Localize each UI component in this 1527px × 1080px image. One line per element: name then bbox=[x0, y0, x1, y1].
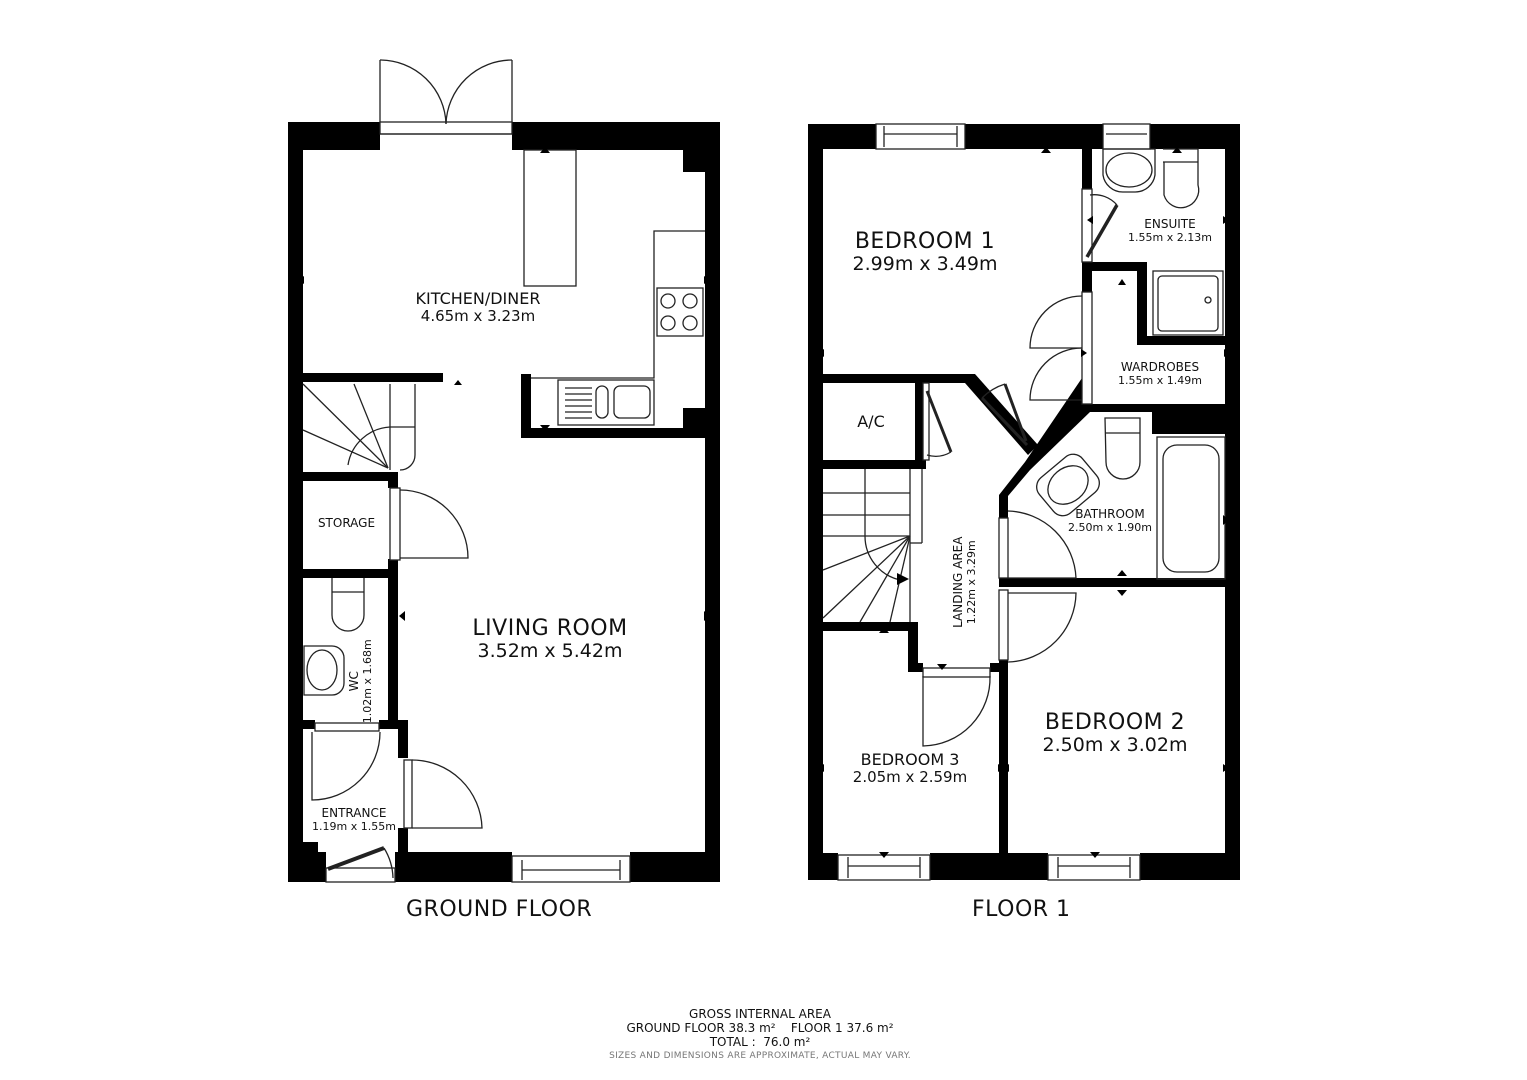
area-heading: GROSS INTERNAL AREA bbox=[689, 1007, 831, 1021]
room-bedroom-1: BEDROOM 1 2.99m x 3.49m bbox=[820, 229, 1030, 276]
ground-floor-fixtures bbox=[302, 59, 705, 883]
total-area: TOTAL : 76.0 m² bbox=[709, 1035, 811, 1049]
room-name: WC bbox=[346, 671, 361, 692]
room-dimensions: 2.50m x 3.02m bbox=[1042, 734, 1188, 757]
ground-floor-dimension-markers bbox=[298, 147, 710, 858]
room-storage: STORAGE bbox=[305, 516, 388, 531]
room-bedroom-3: BEDROOM 3 2.05m x 2.59m bbox=[830, 750, 990, 787]
room-dimensions: 1.55m x 2.13m bbox=[1128, 230, 1212, 244]
room-kitchen-diner: KITCHEN/DINER 4.65m x 3.23m bbox=[383, 289, 573, 326]
ground-floor-title: GROUND FLOOR bbox=[406, 897, 593, 922]
gross-internal-area: GROSS INTERNAL AREA GROUND FLOOR 38.3 m²… bbox=[560, 1007, 960, 1063]
room-dimensions: 2.50m x 1.90m bbox=[1068, 520, 1152, 534]
room-dimensions: 3.52m x 5.42m bbox=[477, 640, 623, 663]
disclaimer: SIZES AND DIMENSIONS ARE APPROXIMATE, AC… bbox=[609, 1051, 911, 1061]
room-name: BEDROOM 2 bbox=[1044, 710, 1186, 735]
room-dimensions: 4.65m x 3.23m bbox=[420, 307, 536, 326]
floor-1-dimension-markers bbox=[818, 147, 1230, 858]
room-dimensions: 1.19m x 1.55m bbox=[312, 819, 396, 833]
room-name: ENSUITE bbox=[1144, 217, 1196, 231]
room-wc: WC 1.02m x 1.68m bbox=[346, 621, 374, 741]
room-ensuite: ENSUITE 1.55m x 2.13m bbox=[1100, 217, 1240, 244]
room-name: BATHROOM bbox=[1075, 507, 1145, 521]
room-name: A/C bbox=[857, 412, 885, 431]
room-entrance: ENTRANCE 1.19m x 1.55m bbox=[300, 806, 408, 833]
floor-1-walls bbox=[808, 124, 1240, 880]
room-wardrobes: WARDROBES 1.55m x 1.49m bbox=[1090, 360, 1230, 387]
room-dimensions: 1.02m x 1.68m bbox=[360, 639, 374, 724]
room-dimensions: 2.05m x 2.59m bbox=[852, 768, 968, 787]
ground-floor-walls bbox=[288, 122, 720, 882]
room-bathroom: BATHROOM 2.50m x 1.90m bbox=[1040, 507, 1180, 534]
room-landing-area: LANDING AREA 1.22m x 3.29m bbox=[950, 517, 978, 647]
room-name: STORAGE bbox=[317, 516, 376, 530]
room-ac: A/C bbox=[826, 412, 916, 431]
room-dimensions: 1.55m x 1.49m bbox=[1118, 373, 1202, 387]
floor-1-title: FLOOR 1 bbox=[972, 897, 1071, 922]
room-name: BEDROOM 1 bbox=[854, 229, 996, 254]
room-name: LIVING ROOM bbox=[472, 616, 628, 641]
room-name: LANDING AREA bbox=[950, 536, 965, 628]
room-living-room: LIVING ROOM 3.52m x 5.42m bbox=[430, 616, 670, 663]
room-name: ENTRANCE bbox=[321, 806, 387, 820]
room-dimensions: 1.22m x 3.29m bbox=[964, 540, 978, 625]
room-name: BEDROOM 3 bbox=[860, 750, 960, 769]
room-bedroom-2: BEDROOM 2 2.50m x 3.02m bbox=[1010, 710, 1220, 757]
floor-1-fixtures bbox=[822, 123, 1226, 881]
room-name: WARDROBES bbox=[1120, 360, 1200, 374]
room-dimensions: 2.99m x 3.49m bbox=[852, 253, 998, 276]
room-name: KITCHEN/DINER bbox=[415, 289, 541, 308]
floor-areas: GROUND FLOOR 38.3 m² FLOOR 1 37.6 m² bbox=[626, 1021, 894, 1035]
